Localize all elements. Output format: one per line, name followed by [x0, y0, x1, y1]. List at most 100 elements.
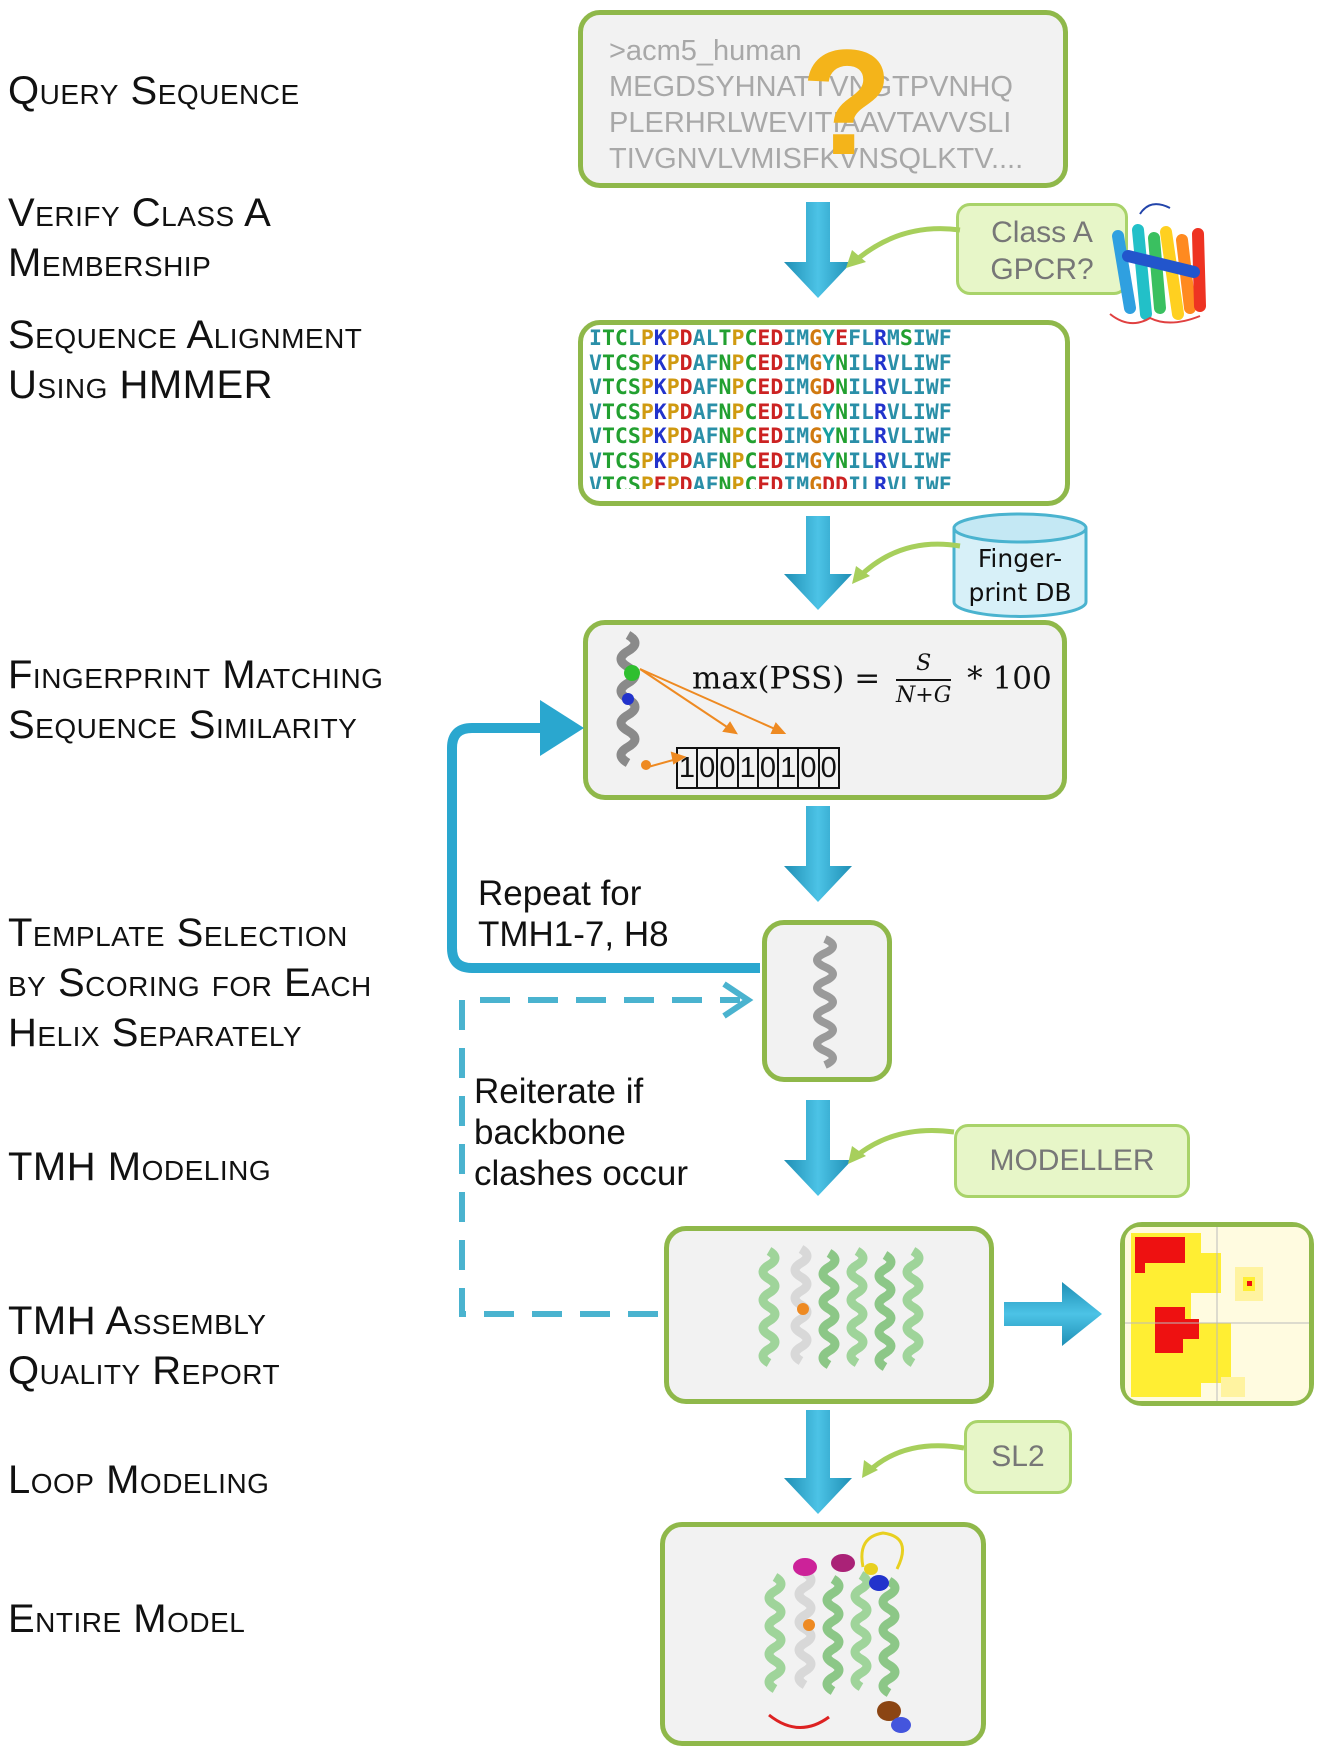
- callout-line: Class A: [991, 216, 1093, 249]
- question-mark-icon: ?: [801, 18, 893, 186]
- step-sequence-alignment: Sequence Alignment Using HMMER: [8, 310, 362, 410]
- database-icon: [952, 512, 1088, 618]
- tmh-assembly-box: [664, 1226, 994, 1404]
- gpcr-structure-icon: [1109, 203, 1206, 325]
- quality-report-plot-box: [1120, 1222, 1314, 1406]
- helix-fingerprint-graphic: [616, 631, 787, 770]
- step-loop-modeling: Loop Modeling: [8, 1455, 269, 1505]
- step-label-line: Sequence Similarity: [8, 703, 358, 747]
- step-label-line: Helix Separately: [8, 1011, 303, 1055]
- callout-line: GPCR?: [990, 253, 1094, 286]
- note-line: backbone: [474, 1113, 626, 1152]
- down-arrow: [784, 806, 852, 902]
- step-label-line: Membership: [8, 241, 212, 285]
- db-label-line: print DB: [968, 578, 1072, 607]
- modeller-callout: MODELLER: [954, 1124, 1190, 1198]
- step-fingerprint-matching: Fingerprint Matching Sequence Similarity: [8, 650, 383, 750]
- reiterate-dashed-connector: [459, 981, 754, 1317]
- step-label-line: Verify Class A: [8, 191, 272, 235]
- step-label-line: TMH Modeling: [8, 1145, 272, 1189]
- reiterate-note: Reiterate if backbone clashes occur: [474, 1071, 688, 1194]
- pss-formula: max(PSS) = S N+G * 100: [692, 649, 1052, 711]
- full-model-icon: [764, 1531, 911, 1733]
- repeat-loop-connector: [447, 700, 760, 973]
- fingerprint-db-label: Finger- print DB: [958, 542, 1082, 610]
- step-label-line: Using HMMER: [8, 363, 274, 407]
- down-arrow: [784, 1100, 852, 1196]
- formula-fraction: S N+G: [896, 649, 952, 711]
- alignment-row: ITCLPKPDALTPCEDIMGYEFLRMSIWF: [589, 327, 952, 351]
- fingerprint-bit: 1: [779, 749, 800, 787]
- repeat-note: Repeat for TMH1-7, H8: [478, 873, 669, 955]
- formula-rhs: * 100: [967, 660, 1052, 697]
- alignment-row: VTCSPKPDAFNPCEDIMGDNILRVLIWF: [589, 375, 952, 400]
- helix-bundle: [764, 1569, 900, 1697]
- alignment-row: VTCSPKPDAFNPCEDIMGYNILRVLIWF: [589, 448, 952, 474]
- alignment-row: VTCSPKPDAFNPCEDIMGYNILRVLIWF: [589, 424, 952, 449]
- step-label-line: Sequence Alignment: [8, 313, 363, 357]
- step-query-sequence: Query Sequence: [8, 66, 300, 116]
- step-label-line: Query Sequence: [8, 69, 300, 113]
- step-tmh-modeling: TMH Modeling: [8, 1142, 271, 1192]
- right-arrow: [1004, 1282, 1102, 1346]
- formula-numerator: S: [896, 649, 952, 681]
- query-line: MEGDSYHNATTVNGTPVNHQ: [609, 71, 1013, 103]
- note-line: TMH1-7, H8: [478, 915, 669, 954]
- down-arrow: [784, 516, 852, 610]
- ramachandran-plot-icon: [1125, 1227, 1309, 1401]
- note-line: clashes occur: [474, 1154, 688, 1193]
- callout-pointers: [852, 226, 965, 1474]
- fingerprint-bit: 1: [678, 749, 698, 787]
- step-template-selection: Template Selection by Scoring for Each H…: [8, 908, 372, 1058]
- query-line: TIVGNVLVMISFKVNSQLKTV....: [609, 143, 1024, 175]
- step-label-line: Entire Model: [8, 1597, 246, 1641]
- helix-icon: [813, 935, 837, 1069]
- step-label-line: by Scoring for Each: [8, 961, 372, 1005]
- step-entire-model: Entire Model: [8, 1594, 245, 1644]
- step-label-line: Loop Modeling: [8, 1458, 270, 1502]
- class-a-gpcr-callout: Class A GPCR?: [956, 203, 1128, 295]
- fingerprint-bit: 0: [820, 749, 840, 787]
- fingerprint-bit: 1: [739, 749, 759, 787]
- fingerprint-bit: 0: [698, 749, 719, 787]
- down-arrow: [784, 202, 852, 298]
- tmh-bundle-icon: [758, 1245, 924, 1371]
- alignment-row: VTCSPKPDAFNPCEDILGYNILRVLIWF: [589, 399, 952, 425]
- fingerprint-bit: 0: [800, 749, 820, 787]
- callout-pointer-heads: [846, 250, 878, 1478]
- modeller-label: MODELLER: [989, 1144, 1155, 1177]
- formula-denominator: N+G: [896, 683, 952, 708]
- sl2-callout: SL2: [964, 1420, 1072, 1494]
- formula-lhs: max(PSS) =: [692, 660, 891, 697]
- note-line: Reiterate if: [474, 1072, 644, 1111]
- query-line: >acm5_human: [609, 35, 802, 67]
- step-label-line: Quality Report: [8, 1349, 281, 1393]
- step-tmh-assembly: TMH Assembly Quality Report: [8, 1296, 280, 1396]
- mapping-arrows: [639, 668, 787, 768]
- down-arrow: [784, 1410, 852, 1514]
- query-line: PLERHRLWEVITIAAVTAVVSLI: [609, 107, 1012, 139]
- step-label-line: Fingerprint Matching: [8, 653, 384, 697]
- fingerprint-bit: 0: [759, 749, 779, 787]
- helix-bundle: [758, 1245, 924, 1371]
- helix-icon: [616, 631, 651, 770]
- note-line: Repeat for: [478, 874, 642, 913]
- db-label-line: Finger-: [977, 544, 1063, 573]
- sl2-label: SL2: [991, 1440, 1045, 1473]
- entire-model-box: [660, 1522, 986, 1746]
- step-label-line: TMH Assembly: [8, 1299, 267, 1343]
- fingerprint-bit: 0: [719, 749, 739, 787]
- alignment-row: VTCSPEPDAFNPCEDIMGDDILRVLIWF: [589, 473, 952, 489]
- step-label-line: Template Selection: [8, 911, 348, 955]
- step-verify-class-a: Verify Class A Membership: [8, 188, 271, 288]
- single-helix-box: [762, 920, 892, 1082]
- alignment-row: VTCSPKPDAFNPCEDIMGYNILRVLIWF: [589, 350, 952, 376]
